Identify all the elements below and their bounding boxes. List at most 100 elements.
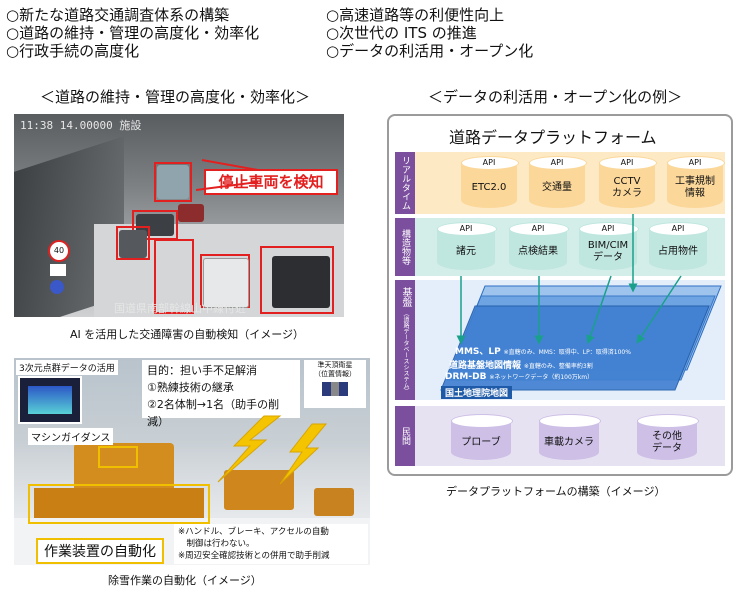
detection-label: 停止車両を検知 xyxy=(204,169,338,195)
cylinder-top xyxy=(437,222,497,236)
monitor-highlight xyxy=(98,446,138,468)
goal-line: ①熟練技術の継承 xyxy=(147,381,234,394)
structure-cylinder: API 占用物件 xyxy=(649,222,709,270)
base-layer-shape xyxy=(440,305,710,391)
arrow-line xyxy=(195,181,259,191)
satellite-box: 準天頂衛星 （位置情報） xyxy=(304,360,366,408)
layer-note: ※直轄のみ、MMS：取得中、LP：取得済100% xyxy=(503,349,631,356)
automation-label: 作業装置の自動化 xyxy=(36,538,164,564)
bullets-right: ○高速道路等の利便性向上 ○次世代の ITS の推進 ○データの利活用・オープン… xyxy=(326,6,533,60)
base-layer-label: 道路基盤地図情報 ※直轄のみ、整備率約3割 xyxy=(449,358,593,371)
note-line: ※ハンドル、ブレーキ、アクセルの自動 xyxy=(178,527,329,537)
note-line: 制御は行わない。 xyxy=(178,539,255,549)
api-label: API xyxy=(601,224,615,233)
caption-traffic: AI を活用した交通障害の自動検知（イメージ） xyxy=(70,328,305,341)
base-layer-stack xyxy=(440,285,722,391)
cylinder-top xyxy=(539,414,601,428)
api-label: API xyxy=(550,158,564,167)
goal-line: 目的：担い手不足解消 xyxy=(147,364,257,377)
suv xyxy=(119,230,147,258)
detection-box-truck xyxy=(154,162,192,202)
realtime-label: 交通量 xyxy=(542,182,572,193)
snowplow-3 xyxy=(314,488,354,516)
satellite-label: 準天頂衛星 xyxy=(317,361,353,369)
layer-name: MMS、LP xyxy=(455,347,501,357)
cylinder-top xyxy=(649,222,709,236)
camera-osd-top: 11:38 14.00000 施設 xyxy=(20,119,142,132)
layer-name: 国土地理院地図 xyxy=(445,389,509,399)
tag-3d-pointcloud: 3次元点群データの活用 xyxy=(16,360,118,375)
detection-arrows xyxy=(195,159,259,191)
lightning-bolt xyxy=(217,415,282,483)
base-layer-label: 国土地理院地図 xyxy=(441,386,513,399)
car-red xyxy=(178,204,204,222)
cylinder-top xyxy=(667,156,725,170)
car-front xyxy=(272,256,330,308)
cylinder-top xyxy=(579,222,639,236)
cylinder-top xyxy=(637,414,699,428)
section-title-right: ＜データの利活用・オープン化の例＞ xyxy=(428,88,683,106)
monitor-screen xyxy=(28,386,72,414)
private-label: プローブ xyxy=(461,437,501,448)
bullet-item: ○データの利活用・オープン化 xyxy=(326,42,534,60)
speed-sign: 40 xyxy=(48,240,70,262)
goal-line: ②2名体制→1名（助手の削減） xyxy=(147,398,280,428)
band-base-label: 基盤 （道路データベースシステム） xyxy=(395,280,415,400)
band-private-label: 民間 xyxy=(395,406,415,466)
diagram-title: 道路データプラットフォーム xyxy=(449,128,657,147)
band-sub-text: （道路データベースシステム） xyxy=(402,309,409,394)
private-cylinder: その他データ xyxy=(637,414,699,460)
api-label: API xyxy=(620,158,634,167)
band-realtime-label: リアルタイム xyxy=(395,152,415,214)
realtime-cylinder: API 交通量 xyxy=(529,156,587,208)
bullet-item: ○次世代の ITS の推進 xyxy=(326,24,477,42)
structure-label: 占用物件 xyxy=(658,246,698,257)
cylinder-top xyxy=(461,156,519,170)
structure-label: 諸元 xyxy=(456,246,476,257)
private-label: その他データ xyxy=(652,431,682,454)
sign-circle xyxy=(50,280,64,294)
speed-sign-value: 40 xyxy=(53,246,65,255)
caption-platform: データプラットフォームの構築（イメージ） xyxy=(446,485,666,498)
band-structure-label: 構造物等 xyxy=(395,218,415,276)
band-label-text: 構造物等 xyxy=(400,229,410,265)
goal-box: 目的：担い手不足解消 ①熟練技術の継承 ②2名体制→1名（助手の削減） xyxy=(142,360,300,428)
data-platform-diagram: 道路データプラットフォーム リアルタイム 構造物等 基盤 （道路データベースシス… xyxy=(387,114,733,476)
detection-box-left xyxy=(154,239,194,314)
machine-guidance-label: マシンガイダンス xyxy=(28,428,114,445)
satellite-icon xyxy=(322,382,348,396)
section-title-left: ＜道路の維持・管理の高度化・効率化＞ xyxy=(40,88,311,106)
sign-rect xyxy=(50,264,66,276)
api-label: API xyxy=(459,224,473,233)
note-line: ※周辺安全確認技術との併用で助手削減 xyxy=(178,551,330,561)
arrow-line xyxy=(586,275,612,345)
private-cylinder: プローブ xyxy=(451,414,513,460)
bullet-item: ○高速道路等の利便性向上 xyxy=(326,6,505,24)
api-label: API xyxy=(688,158,702,167)
band-label-text: リアルタイム xyxy=(400,156,410,210)
realtime-label: ETC2.0 xyxy=(471,182,507,193)
truck xyxy=(157,165,189,199)
arrow-line xyxy=(636,275,682,344)
detection-box-right xyxy=(260,246,334,314)
van xyxy=(203,258,249,308)
lightning-bolt xyxy=(279,423,328,485)
structure-cylinder: API 諸元 xyxy=(437,222,497,270)
private-cylinder: 車載カメラ xyxy=(539,414,601,460)
caption-snow: 除雪作業の自動化（イメージ） xyxy=(108,574,262,587)
guidance-monitor xyxy=(18,376,82,424)
camera-osd-bottom: 国道県南部幹線山中線付近 xyxy=(114,302,246,315)
cylinder-top xyxy=(529,156,587,170)
snowplow-2 xyxy=(224,470,294,510)
base-layer-label: DRM-DB ※ネットワークデータ（約100万km） xyxy=(445,372,593,382)
api-label: API xyxy=(671,224,685,233)
layer-name: 道路基盤地図情報 xyxy=(449,361,522,371)
bullet-item: ○新たな道路交通調査体系の構築 xyxy=(6,6,230,24)
